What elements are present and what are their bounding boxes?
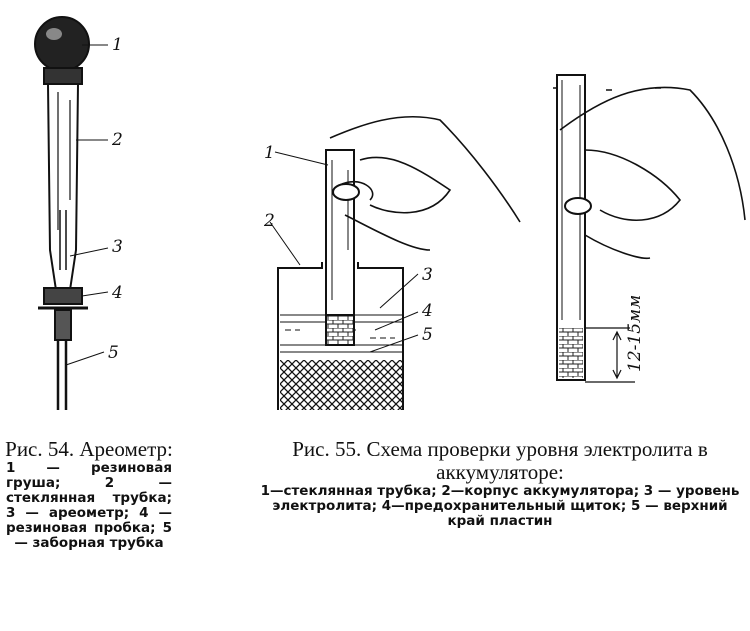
fig54-label-5: 5	[108, 343, 119, 363]
fig55-label-5: 5	[422, 325, 433, 345]
fig55-label-3: 3	[422, 265, 433, 285]
hydrometer-drawing	[34, 16, 109, 410]
figure55-caption: Рис. 55. Схема проверки уровня электроли…	[250, 438, 750, 529]
tube-level-drawing	[553, 74, 746, 383]
figure54-caption: Рис. 54. Ареометр: 1 — резиновая груша; …	[0, 438, 178, 551]
figure55-caption-title: Рис. 55. Схема проверки уровня электроли…	[292, 437, 708, 484]
fig54-label-2: 2	[111, 130, 123, 150]
figure54-caption-legend: 1 — резиновая груша; 2 — стеклянная труб…	[6, 460, 172, 551]
dimension-label: 12-15мм	[625, 295, 645, 372]
battery-drawing	[269, 116, 521, 410]
fig54-label-3: 3	[112, 237, 123, 257]
figure54-caption-title: Рис. 54. Ареометр:	[5, 437, 173, 461]
fig55-label-1: 1	[264, 143, 275, 163]
fig55-label-2: 2	[263, 211, 275, 231]
fig54-label-1: 1	[112, 35, 123, 55]
fig55-label-4: 4	[421, 301, 433, 321]
fig54-label-4: 4	[111, 283, 123, 303]
figure55-caption-legend: 1—стеклянная трубка; 2—корпус аккумулято…	[260, 483, 740, 529]
